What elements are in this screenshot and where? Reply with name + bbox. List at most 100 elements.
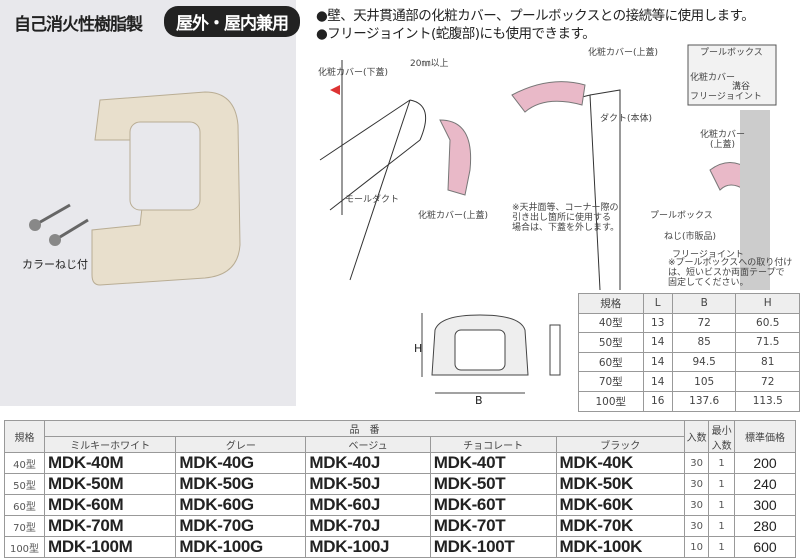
label-gap: 20㎜以上 [410, 59, 449, 69]
label-cover-upper-2: 化粧カバー(上蓋) [588, 48, 659, 58]
spec-cell: 72 [671, 312, 737, 334]
spec-cell: 100型 [578, 390, 644, 412]
screw-icon [49, 218, 89, 246]
spec-cell: 13 [642, 312, 673, 334]
label-pull-box-header: プールボックス [700, 48, 763, 58]
product-code: MDK-100J [305, 536, 431, 558]
spec-cell: 137.6 [671, 390, 737, 412]
product-code: MDK-40G [175, 452, 307, 474]
spec-cell: 14 [642, 371, 673, 392]
spec-cell: 94.5 [671, 351, 737, 373]
product-code: MDK-60K [555, 494, 686, 516]
product-image [29, 91, 241, 286]
product-code: MDK-60M [43, 494, 177, 516]
product-code: MDK-40M [43, 452, 177, 474]
material-title: 自己消火性樹脂製 [14, 15, 143, 35]
product-code: MDK-70K [555, 515, 686, 537]
product-code: MDK-50G [175, 473, 307, 495]
label-cover-upper-3: 化粧カバー(上蓋) [700, 130, 746, 150]
label-cover: 化粧カバー [690, 73, 736, 83]
price-cell: 300 [734, 494, 796, 516]
min-qty-cell: 1 [708, 536, 736, 558]
label-screw: ねじ(市販品) [664, 232, 717, 242]
product-code: MDK-70G [175, 515, 307, 537]
product-code: MDK-70J [305, 515, 431, 537]
screw-icon [29, 203, 71, 231]
product-code: MDK-70T [429, 515, 557, 537]
qty-cell: 30 [684, 515, 710, 537]
product-code: MDK-40T [429, 452, 557, 474]
product-code: MDK-60J [305, 494, 431, 516]
spec-cell: 16 [642, 390, 673, 412]
feature-2: ●フリージョイント(蛇腹部)にも使用できます。 [316, 26, 596, 42]
qty-cell: 30 [684, 494, 710, 516]
product-code: MDK-100G [175, 536, 307, 558]
screw-label: カラーねじ付 [22, 258, 88, 271]
spec-cell: 72 [735, 371, 800, 392]
spec-cell: 105 [671, 371, 737, 392]
product-code: MDK-50T [429, 473, 557, 495]
dim-h: H [414, 342, 423, 355]
corner-note: ※天井面等、コーナー際の引き出し箇所に使用する場合は、下蓋を外します。 [512, 203, 620, 233]
product-code: MDK-100T [429, 536, 557, 558]
spec-cell: 81 [735, 351, 800, 373]
spec-cell: 85 [671, 332, 737, 353]
price-cell: 280 [734, 515, 796, 537]
product-code: MDK-50J [305, 473, 431, 495]
label-pull-box: プールボックス [650, 211, 713, 221]
spec-cell: 14 [642, 332, 673, 353]
dimension-drawing [421, 313, 561, 394]
price-cell: 600 [734, 536, 796, 558]
label-free-joint-top: フリージョイント [690, 92, 762, 102]
label-free-joint: フリージョイント [672, 250, 744, 260]
product-code: MDK-100K [555, 536, 686, 558]
spec-cell: 113.5 [735, 390, 800, 412]
spec-cell: 60型 [578, 351, 644, 373]
installation-diagram [319, 44, 777, 290]
label-cover-lower: 化粧カバー(下蓋) [318, 68, 389, 78]
usage-badge: 屋外・屋内兼用 [164, 6, 300, 37]
min-qty-cell: 1 [708, 452, 736, 474]
price-cell: 200 [734, 452, 796, 474]
label-duct: ダクト(本体) [600, 114, 653, 124]
product-code: MDK-50M [43, 473, 177, 495]
min-qty-cell: 1 [708, 473, 736, 495]
spec-cell: 60型 [4, 494, 45, 516]
spec-cell: 70型 [4, 515, 45, 537]
spec-cell: 60.5 [735, 312, 800, 334]
qty-cell: 10 [684, 536, 710, 558]
qty-cell: 30 [684, 452, 710, 474]
product-code: MDK-70M [43, 515, 177, 537]
product-code: MDK-40J [305, 452, 431, 474]
qty-cell: 30 [684, 473, 710, 495]
product-code: MDK-40K [555, 452, 686, 474]
spec-cell: 50型 [578, 332, 644, 353]
product-table: 規格品 番入数最小入数標準価格 ミルキーホワイトグレーベージュチョコレートブラッ… [4, 420, 796, 558]
spec-cell: 71.5 [735, 332, 800, 353]
spec-cell: 40型 [4, 452, 45, 474]
label-mall-duct: モールダクト [345, 195, 400, 205]
spec-cell: 70型 [578, 371, 644, 392]
price-cell: 240 [734, 473, 796, 495]
product-code: MDK-60T [429, 494, 557, 516]
min-qty-cell: 1 [708, 494, 736, 516]
label-cover-upper-1: 化粧カバー(上蓋) [418, 211, 489, 221]
product-code: MDK-50K [555, 473, 686, 495]
product-code: MDK-100M [43, 536, 177, 558]
spec-cell: 100型 [4, 536, 45, 558]
pull-box-note: ※プールボックスへの取り付けは、短いビスか両面テープで固定してください。 [668, 258, 793, 288]
product-code: MDK-60G [175, 494, 307, 516]
min-qty-cell: 1 [708, 515, 736, 537]
dim-b: B [475, 394, 483, 407]
